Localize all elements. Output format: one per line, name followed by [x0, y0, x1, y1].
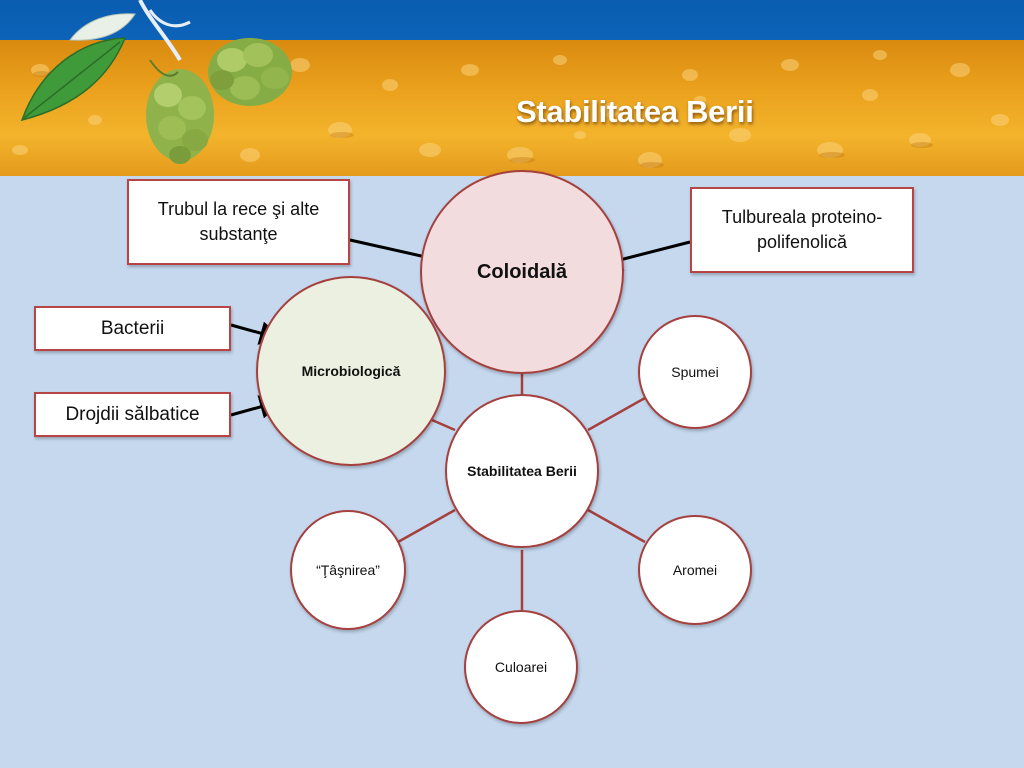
- node-microbiologica-label: Microbiologică: [301, 363, 401, 379]
- hop-cones-illustration: [20, 0, 292, 164]
- spoke-spumei: [587, 396, 646, 432]
- slide-header: Stabilitatea Berii: [0, 0, 1024, 176]
- callout-trubul: Trubul la rece şi alte substanţe: [127, 179, 350, 265]
- header-blue-bar: [0, 0, 1024, 40]
- spoke-tasnirea: [397, 508, 456, 544]
- node-aromei-label: Aromei: [672, 562, 718, 578]
- water-drops-texture: [12, 50, 1009, 168]
- node-tasnirea: “Ţâşnirea”: [290, 510, 406, 630]
- slide-title: Stabilitatea Berii: [516, 94, 754, 129]
- node-aromei: Aromei: [638, 515, 752, 625]
- node-culoarei: Culoarei: [464, 610, 578, 724]
- callout-tulbureala-text: Tulbureala proteino-polifenolică: [721, 207, 883, 252]
- callout-drojdii-text: Drojdii sălbatice: [65, 404, 200, 425]
- node-spumei-label: Spumei: [671, 364, 719, 380]
- node-center-label: Stabilitatea Berii: [467, 463, 577, 479]
- hop-cone-icon: [146, 69, 214, 164]
- callout-tulbureala: Tulbureala proteino-polifenolică: [690, 187, 914, 273]
- spoke-microbiologica: [431, 418, 456, 432]
- callout-drojdii: Drojdii sălbatice: [34, 392, 231, 437]
- callout-trubul-text: Trubul la rece şi alte substanţe: [157, 199, 320, 244]
- node-coloidala: Coloidală: [420, 170, 624, 374]
- node-coloidala-label: Coloidală: [476, 260, 567, 283]
- node-culoarei-label: Culoarei: [494, 659, 548, 675]
- callout-bacterii-text: Bacterii: [100, 318, 165, 339]
- node-microbiologica: Microbiologică: [256, 276, 446, 466]
- node-spumei: Spumei: [638, 315, 752, 429]
- callout-bacterii: Bacterii: [34, 306, 231, 351]
- node-center-stabilitatea: Stabilitatea Berii: [445, 394, 599, 548]
- spoke-aromei: [587, 508, 646, 544]
- hop-cone-icon: [208, 38, 292, 106]
- node-tasnirea-label: “Ţâşnirea”: [316, 562, 380, 578]
- spoke-lines: [397, 372, 646, 610]
